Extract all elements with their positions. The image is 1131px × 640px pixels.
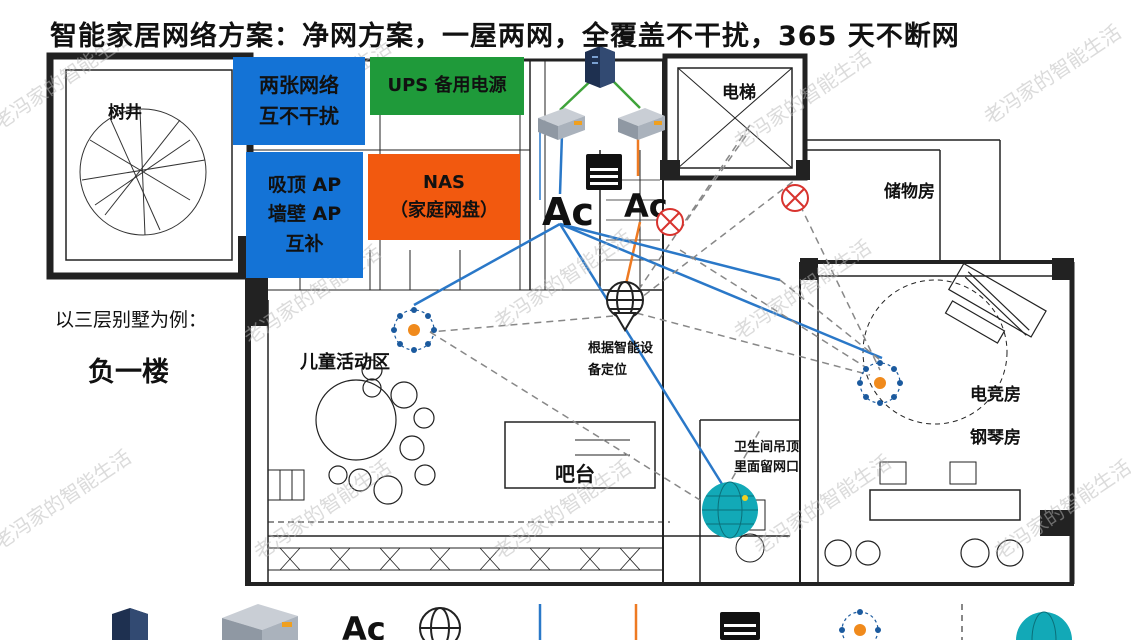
- router-icon-left: [538, 108, 585, 140]
- bathroom-line-1: 卫生间吊顶: [734, 440, 800, 455]
- no-interference-icon-2: [781, 184, 809, 212]
- watermark-text: 老冯家的智能生活: [0, 445, 135, 554]
- legend-server-icon: [112, 608, 148, 640]
- legend-row: Ac: [112, 604, 1072, 640]
- ac-controller-left: Ac: [542, 190, 594, 234]
- ap-line-3: 互补: [285, 232, 324, 255]
- room-label-kids: 儿童活动区: [300, 352, 390, 373]
- legend-wifi-globe-icon: [1016, 611, 1072, 640]
- watermark-text: 老冯家的智能生活: [979, 20, 1125, 129]
- nas-line-2: （家庭网盘）: [390, 200, 498, 221]
- tree-well-drawing: [79, 108, 207, 236]
- legend-router-icon: [222, 604, 298, 640]
- ceiling-ap-right-icon: [857, 360, 903, 406]
- kids-area-furniture: [315, 359, 436, 505]
- smart-locate-line-1: 根据智能设: [588, 341, 654, 356]
- watermark-text: 老冯家的智能生活: [989, 455, 1131, 564]
- server-tower-icon: [585, 46, 615, 88]
- page-title: 智能家居网络方案：净网方案，一屋两网，全覆盖不干扰，365 天不断网: [50, 21, 960, 52]
- esports-desk: [944, 262, 1047, 344]
- two-networks-line-2: 互不干扰: [259, 104, 339, 128]
- room-label-esports: 电竞房: [970, 385, 1021, 405]
- smart-locate-line-2: 备定位: [588, 363, 628, 378]
- legend-nas-icon: [720, 612, 760, 640]
- ap-box: 吸顶 AP 墙壁 AP 互补: [246, 152, 363, 278]
- legend-globe-icon: [419, 607, 461, 640]
- ups-label: UPS 备用电源: [387, 75, 507, 97]
- room-label-piano: 钢琴房: [970, 428, 1021, 448]
- smart-locate-label: 根据智能设 备定位: [588, 338, 653, 382]
- ceiling-ap-left-icon: [391, 307, 437, 353]
- example-caption: 以三层别墅为例：: [55, 309, 208, 331]
- floor-label: 负一楼: [88, 357, 169, 388]
- nas-box: NAS （家庭网盘）: [368, 154, 520, 240]
- room-label-bathroom: 卫生间吊顶 里面留网口: [734, 438, 799, 478]
- ups-box: UPS 备用电源: [370, 57, 524, 115]
- bathroom-line-2: 里面留网口: [734, 460, 800, 475]
- room-label-tree-well: 树井: [108, 103, 142, 123]
- two-networks-box: 两张网络 互不干扰: [233, 57, 365, 145]
- smart-device-globe-icon: [606, 281, 644, 332]
- room-label-elevator: 电梯: [722, 83, 756, 103]
- watermark-text: 老冯家的智能生活: [489, 225, 635, 334]
- network-links: [413, 71, 883, 501]
- legend-ap-icon: [839, 609, 881, 640]
- ap-line-2: 墙壁 AP: [267, 203, 342, 226]
- decor-fans: [824, 538, 1024, 568]
- router-icon-right: [618, 108, 665, 140]
- ac-controller-left-text: Ac: [542, 190, 594, 234]
- legend-ac-text: Ac: [342, 610, 386, 640]
- nas-line-1: NAS: [423, 172, 465, 194]
- nas-drive-icon: [586, 154, 622, 190]
- wifi-globe-icon: [702, 481, 758, 539]
- no-interference-icon-1: [656, 208, 684, 236]
- two-networks-line-1: 两张网络: [259, 73, 339, 97]
- room-label-storage: 储物房: [884, 182, 935, 202]
- room-label-bar: 吧台: [555, 462, 595, 486]
- ap-line-1: 吸顶 AP: [267, 173, 342, 196]
